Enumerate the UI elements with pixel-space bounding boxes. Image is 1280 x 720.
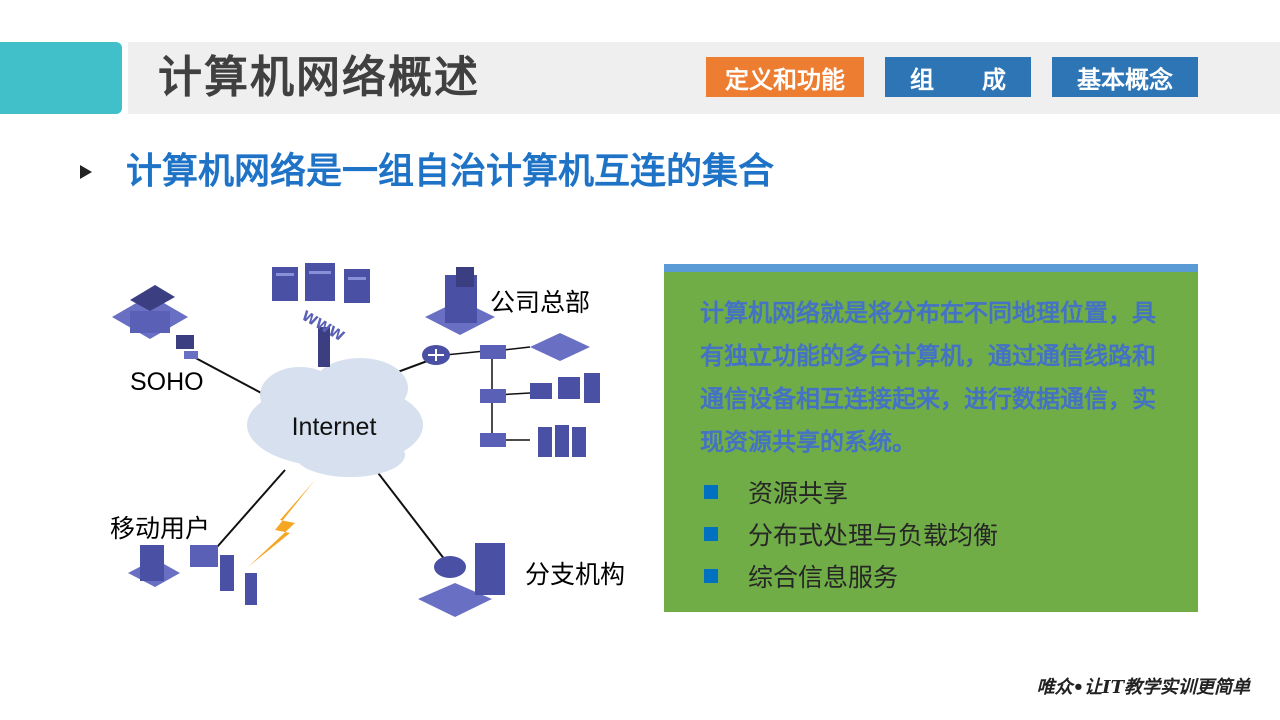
slide-subtitle: 计算机网络是一组自治计算机互连的集合	[126, 150, 774, 194]
bullet-arrow-icon	[80, 165, 92, 179]
lightning-icon	[248, 480, 315, 567]
label-hq: 公司总部	[490, 289, 590, 317]
square-bullet-icon	[704, 527, 718, 541]
tab-basic-concepts[interactable]: 基本概念	[1052, 57, 1198, 97]
list-item: 综合信息服务	[704, 558, 898, 594]
list-item-label: 综合信息服务	[748, 558, 898, 594]
header-accent-block	[0, 42, 122, 114]
hq-switch-icon-1	[480, 345, 506, 359]
label-branch: 分支机构	[525, 561, 625, 589]
link-mobile	[210, 470, 285, 555]
hq-router-icon	[422, 345, 450, 365]
hq-switch-icon-2	[480, 389, 506, 403]
branch-building-icon	[418, 543, 505, 617]
tab-definition[interactable]: 定义和功能	[706, 57, 864, 97]
mobile-devices-icon	[128, 545, 257, 605]
list-item: 资源共享	[704, 474, 848, 510]
hq-switch-icon-3	[480, 433, 506, 447]
hq-workstations-icon	[530, 373, 600, 403]
square-bullet-icon	[704, 569, 718, 583]
hq-storage-icon	[538, 425, 586, 457]
info-panel-top-border	[664, 264, 1198, 272]
list-item-label: 分布式处理与负载均衡	[748, 516, 998, 552]
page-title: 计算机网络概述	[158, 48, 480, 108]
label-soho: SOHO	[130, 368, 204, 396]
tab-composition[interactable]: 组 成	[885, 57, 1031, 97]
label-mobile: 移动用户	[110, 515, 210, 543]
footer-slogan: 唯众•让IT教学实训更简单	[1037, 673, 1250, 699]
link-branch	[372, 465, 445, 560]
square-bullet-icon	[704, 485, 718, 499]
hq-building-icon	[425, 267, 495, 335]
definition-text: 计算机网络就是将分布在不同地理位置，具有独立功能的多台计算机，通过通信线路和通信…	[700, 292, 1170, 464]
list-item: 分布式处理与负载均衡	[704, 516, 998, 552]
list-item-label: 资源共享	[748, 474, 848, 510]
cloud-label: Internet	[292, 413, 377, 441]
web-servers-icon	[272, 263, 370, 367]
hq-pcs-icon	[530, 333, 590, 361]
soho-house-icon	[112, 285, 198, 359]
network-diagram: Internet SOHO WWW 公司总部 移动用户	[100, 255, 660, 625]
